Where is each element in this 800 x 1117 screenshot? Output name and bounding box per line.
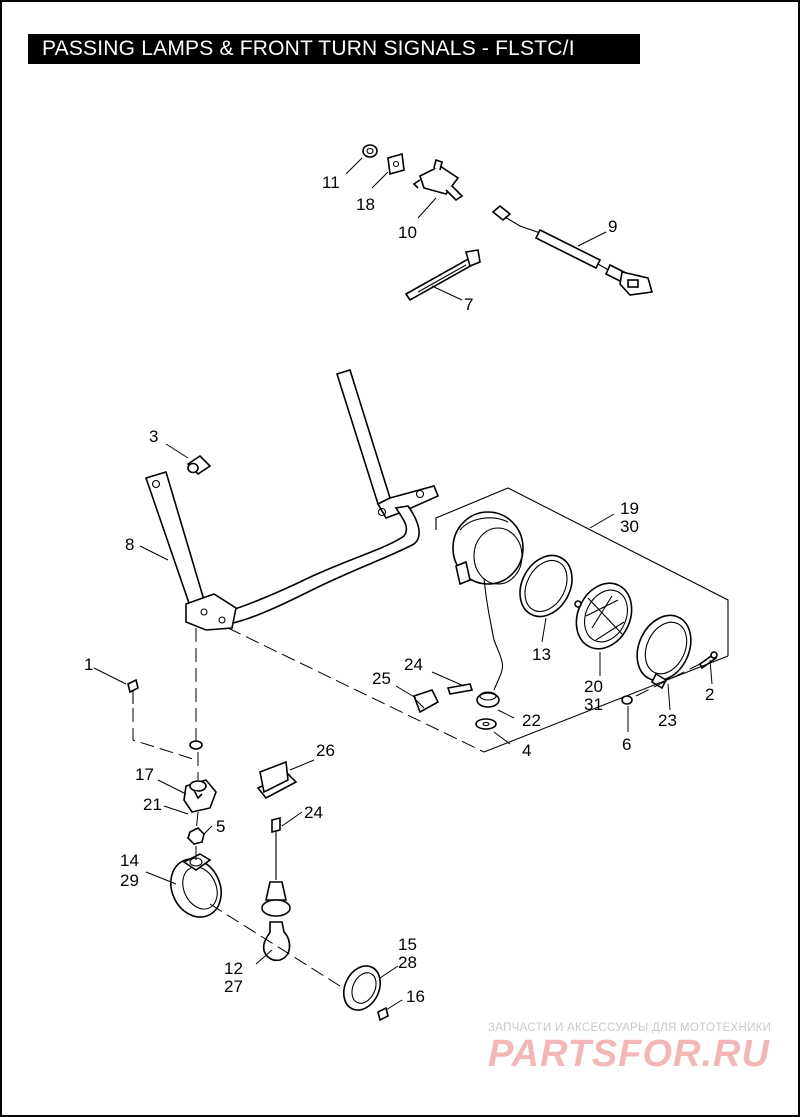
callout-24-lower: 24: [304, 803, 323, 822]
callout-14: 14: [120, 851, 139, 870]
callout-8: 8: [125, 535, 134, 554]
callout-5: 5: [216, 817, 225, 836]
lamp-unit-20: [574, 582, 633, 650]
cable-strap-7: [404, 249, 481, 302]
callout-31: 31: [584, 695, 603, 714]
callout-6: 6: [622, 735, 631, 754]
terminal-block-26: [256, 760, 298, 800]
callout-27: 27: [224, 977, 243, 996]
grommet-22: [476, 691, 500, 708]
callout-24-upper: 24: [404, 655, 423, 674]
mounting-bracket-8: [144, 369, 440, 631]
clip-18: [387, 152, 405, 176]
callout-15: 15: [398, 935, 417, 954]
callout-16: 16: [406, 987, 425, 1006]
callout-labels: 11 18 10 9 7 3 8 19 30 13 20 31 2 23 6 2…: [84, 173, 714, 1006]
assembly-lines: [132, 487, 729, 987]
socket-24-lower: [261, 816, 291, 917]
bulb-12-27: [262, 921, 291, 962]
callout-29: 29: [120, 871, 139, 890]
callout-21: 21: [143, 795, 162, 814]
callout-9: 9: [608, 217, 617, 236]
wiring-harness-9: [491, 204, 654, 296]
callout-13: 13: [532, 645, 551, 664]
callout-7: 7: [464, 295, 473, 314]
callout-19: 19: [620, 499, 639, 518]
trim-ring-23: [636, 614, 692, 690]
nut-11: [362, 144, 378, 158]
callout-22: 22: [522, 711, 541, 730]
watermark-caption: ЗАПЧАСТИ И АКСЕССУАРЫ ДЛЯ МОТОТЕХНИКИ: [488, 1022, 772, 1034]
callout-12: 12: [224, 959, 243, 978]
connector-25: [412, 689, 440, 714]
callout-18: 18: [356, 195, 375, 214]
spacer-3: [186, 454, 212, 476]
callout-28: 28: [398, 953, 417, 972]
watermark-logo: PARTSFOR.RU: [488, 1033, 770, 1075]
callout-25: 25: [372, 669, 391, 688]
page-title: PASSING LAMPS & FRONT TURN SIGNALS - FLS…: [28, 34, 640, 64]
lamp-housing-19: [452, 511, 524, 691]
callout-1: 1: [84, 655, 93, 674]
callout-11: 11: [322, 173, 340, 192]
washer-4: [475, 718, 497, 730]
bracket-17-21: [183, 779, 217, 813]
callout-4: 4: [522, 741, 531, 760]
callout-26: 26: [316, 741, 335, 760]
callout-10: 10: [398, 223, 417, 242]
bulb-socket-24-upper: [446, 683, 474, 695]
callout-20: 20: [584, 677, 603, 696]
lens-15-28: [342, 965, 382, 1011]
nut-5: [187, 827, 205, 845]
screw-16: [377, 1006, 389, 1022]
callout-30: 30: [620, 517, 639, 536]
gasket-13: [519, 554, 573, 618]
callout-2: 2: [705, 685, 714, 704]
callout-23: 23: [658, 711, 677, 730]
housing-14-29: [170, 853, 222, 918]
callout-3: 3: [149, 427, 158, 446]
leader-lines: [93, 157, 713, 1011]
screw-1: [127, 678, 139, 704]
callout-17: 17: [135, 765, 154, 784]
switch-10: [412, 158, 464, 202]
washer-17-top: [189, 740, 203, 750]
